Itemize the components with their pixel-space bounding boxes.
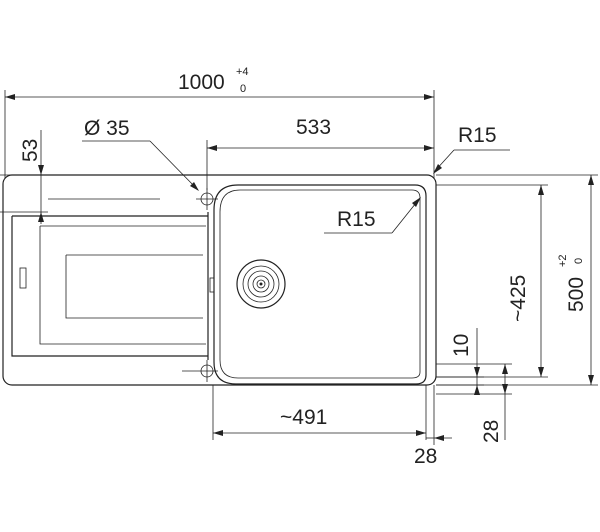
dimension-rim-offset-28-side: 28 — [414, 385, 452, 468]
bowl-inner-outline — [219, 189, 421, 379]
overall-depth-tol-lower: 0 — [573, 258, 585, 264]
corner-radius-outer-label: R15 — [458, 124, 497, 147]
rim-offset-28-side-label: 28 — [414, 445, 437, 468]
bowl-inner-width-label: ~491 — [280, 406, 327, 429]
sink-outline-group — [2, 174, 437, 386]
drainer-inner-groove — [39, 225, 206, 345]
dimension-rim-offset-28-bottom: 28 — [436, 363, 512, 443]
overall-length-value: 1000 — [178, 71, 225, 94]
dimension-bowl-width: 533 — [206, 116, 434, 190]
overall-length-tol-lower: 0 — [240, 83, 246, 95]
tap-hole-marker-top — [196, 188, 218, 210]
overall-depth-value: 500 — [565, 277, 588, 312]
edge-offset-top-label: 53 — [19, 139, 42, 162]
dimension-bowl-inner-width: ~491 — [212, 385, 427, 440]
dimension-tap-hole: Ø 35 — [82, 117, 199, 191]
overall-length-tol-upper: +4 — [236, 66, 249, 78]
bowl-width-label: 533 — [296, 116, 331, 139]
tap-hole-marker-bottom — [182, 360, 218, 382]
drainer-outline — [11, 215, 208, 357]
dimension-corner-radius-outer: R15 — [433, 124, 510, 174]
dimension-rim-offset-10: 10 — [436, 328, 484, 395]
bowl-inner-depth-label: ~425 — [507, 275, 530, 322]
tap-hole-label: Ø 35 — [84, 117, 130, 140]
bowl-outline — [213, 184, 427, 385]
rim-offset-28-bottom-label: 28 — [480, 420, 503, 443]
dimension-overall-length: 1000 +4 0 — [4, 66, 435, 178]
sink-outer-edge — [2, 174, 437, 386]
drain-waste — [236, 259, 286, 309]
drainer-recess — [65, 254, 203, 319]
dimension-overall-depth: 500 +2 0 — [436, 174, 598, 386]
overflow-slot — [209, 277, 215, 293]
overall-depth-tol-upper: +2 — [557, 254, 569, 267]
corner-radius-inner-label: R15 — [337, 208, 376, 231]
rim-offset-10-label: 10 — [450, 334, 473, 357]
dimension-corner-radius-inner: R15 — [324, 197, 421, 234]
drainer-edge-marker — [19, 267, 27, 289]
dimension-edge-offset-top: 53 — [0, 130, 48, 224]
dimension-bowl-inner-depth: ~425 — [436, 184, 548, 378]
